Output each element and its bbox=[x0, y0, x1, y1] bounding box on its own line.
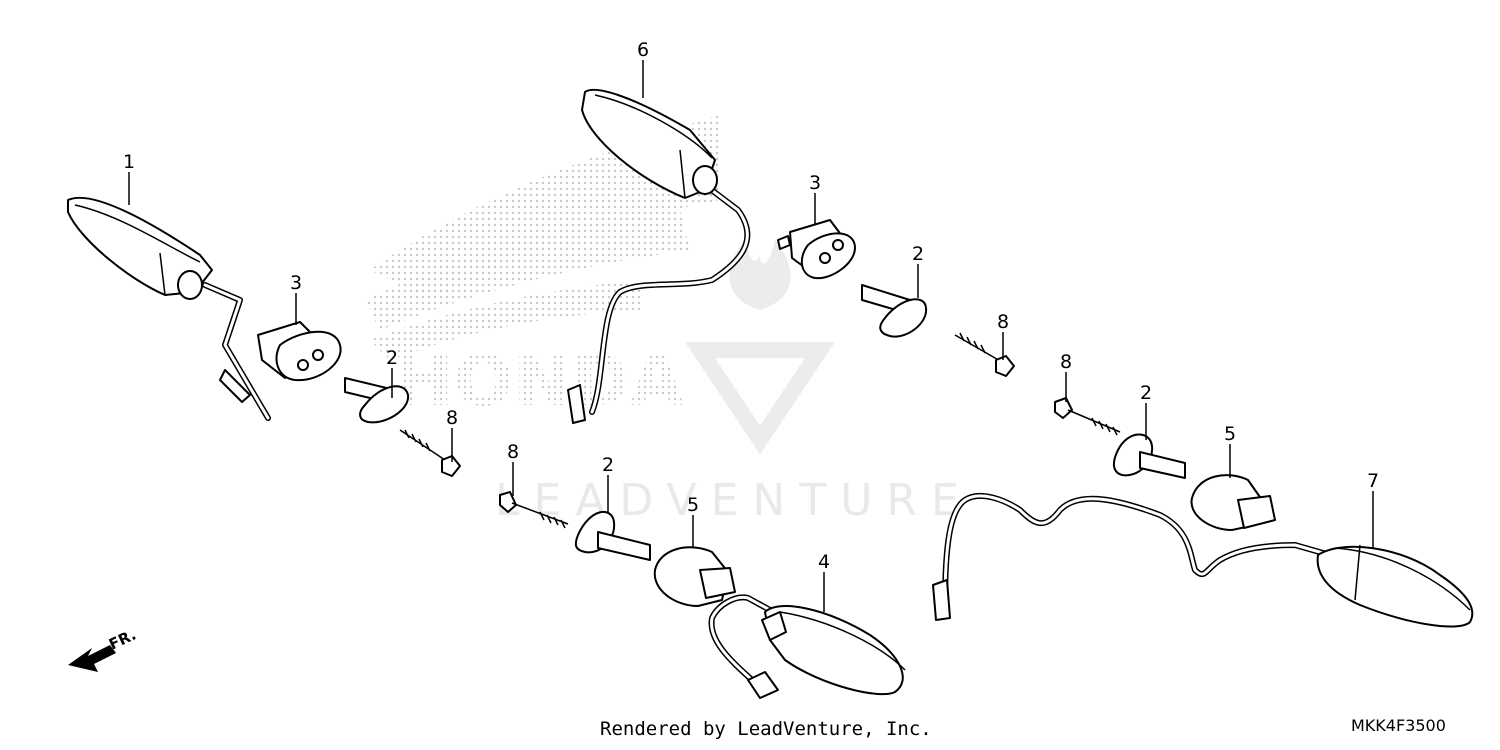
turn-signal-4 bbox=[708, 594, 906, 699]
callout-2-lower-mid: 2 bbox=[602, 454, 614, 476]
spacer-2-lower-mid bbox=[574, 510, 651, 561]
grommet-3-right bbox=[777, 219, 856, 280]
callout-5-lower-right: 5 bbox=[1224, 423, 1236, 445]
bolt-8-lower-mid bbox=[499, 491, 569, 529]
socket-5-lower-right bbox=[1190, 474, 1276, 531]
honda-watermark-text: HONDA bbox=[395, 340, 684, 422]
bolt-8-lower-right bbox=[1054, 397, 1121, 436]
turn-signal-7 bbox=[932, 492, 1474, 628]
grommet-3-left bbox=[257, 321, 342, 382]
callout-8-right: 8 bbox=[997, 311, 1009, 333]
callout-2-lower-right: 2 bbox=[1140, 382, 1152, 404]
front-direction-label: FR. bbox=[106, 626, 139, 654]
callout-2-left: 2 bbox=[386, 347, 398, 369]
rendered-by-credit: Rendered by LeadVenture, Inc. bbox=[600, 718, 932, 740]
callout-6: 6 bbox=[637, 39, 649, 61]
spacer-2-left bbox=[344, 377, 410, 424]
callout-5-lower-mid: 5 bbox=[687, 494, 699, 516]
callout-8-lower-mid: 8 bbox=[507, 441, 519, 463]
callout-2-right: 2 bbox=[912, 243, 924, 265]
spacer-2-lower-right bbox=[1112, 433, 1186, 479]
spacer-2-right bbox=[861, 284, 928, 338]
turn-signal-6 bbox=[567, 88, 751, 424]
callout-4: 4 bbox=[818, 551, 830, 573]
callout-labels: 1 3 2 8 6 3 2 8 8 2 5 4 8 2 5 7 bbox=[123, 39, 1379, 573]
diagram-code: MKK4F3500 bbox=[1351, 716, 1446, 735]
leadventure-watermark-text: LEADVENTURE bbox=[495, 475, 973, 526]
callout-7: 7 bbox=[1367, 470, 1379, 492]
leadventure-watermark: LEADVENTURE bbox=[495, 240, 973, 526]
leader-lines bbox=[128, 60, 1374, 612]
front-direction-arrow: FR. bbox=[68, 626, 139, 672]
callout-3-left: 3 bbox=[290, 272, 302, 294]
socket-5-lower-mid bbox=[653, 546, 736, 607]
callout-3-right: 3 bbox=[809, 172, 821, 194]
bolt-8-left bbox=[399, 429, 461, 477]
callout-8-left: 8 bbox=[446, 407, 458, 429]
callout-8-lower-right: 8 bbox=[1060, 351, 1072, 373]
callout-1: 1 bbox=[123, 151, 135, 173]
bolt-8-right bbox=[954, 332, 1015, 377]
turn-signal-1 bbox=[67, 196, 271, 421]
